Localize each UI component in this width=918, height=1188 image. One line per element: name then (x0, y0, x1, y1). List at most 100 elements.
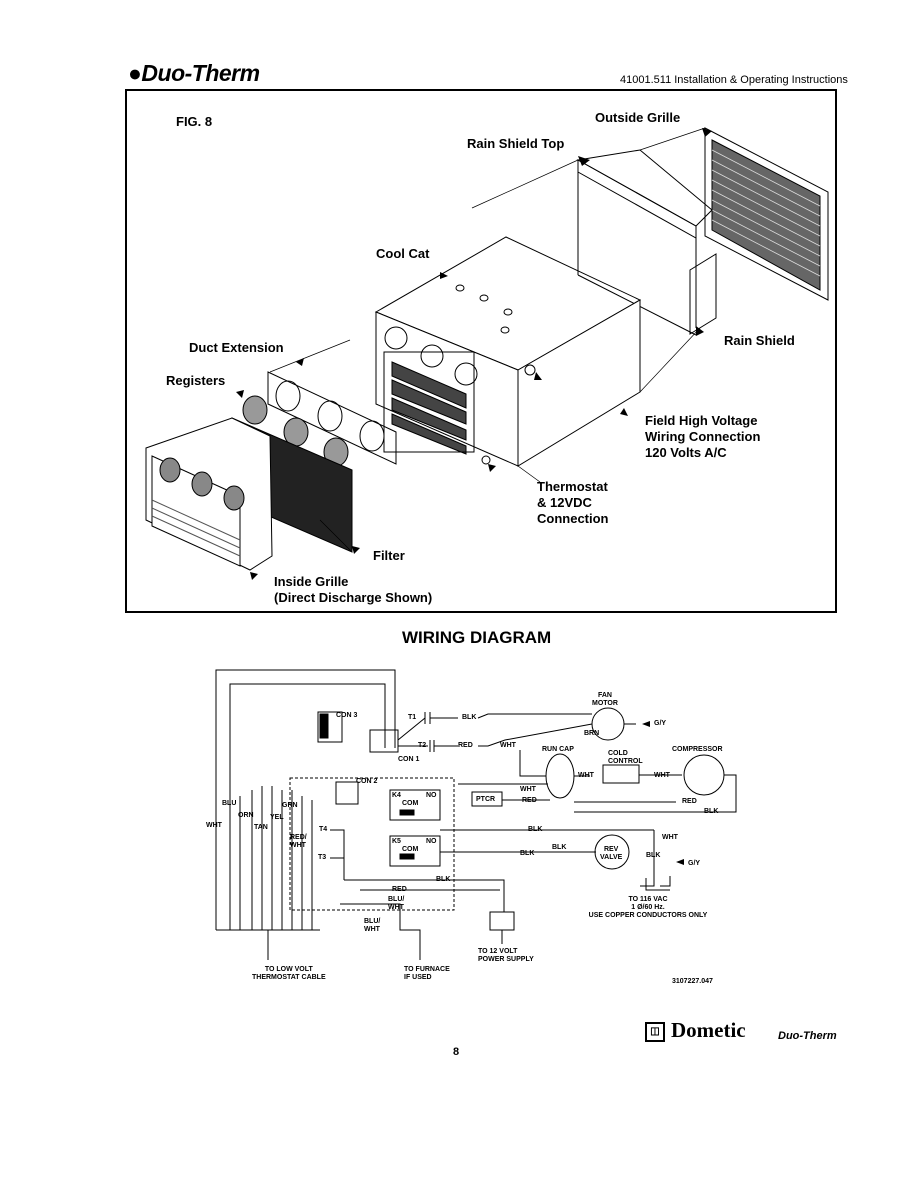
cool-cat-label: Cool Cat (376, 246, 430, 261)
filter-label: Filter (373, 548, 405, 563)
grn-label: GRN (282, 802, 298, 809)
duo-therm-logo: ●Duo-Therm (128, 60, 260, 87)
thermostat-line-1: Thermostat (537, 479, 608, 494)
red-label-1: RED (458, 742, 473, 749)
duct-extension-label: Duct Extension (189, 340, 284, 355)
k5-com-label: COM (402, 846, 419, 853)
furnace-line-2: IF USED (404, 974, 432, 981)
power-116-line-3: USE COPPER CONDUCTORS ONLY (588, 912, 708, 919)
document-title: 41001.511 Installation & Operating Instr… (620, 74, 848, 86)
duct-extension-drawing (267, 371, 397, 465)
red-label-3: RED (682, 798, 697, 805)
wht-label-1: WHT (500, 742, 516, 749)
low-volt-line-1: TO LOW VOLT (264, 966, 313, 973)
wht-label-2: WHT (578, 772, 594, 779)
wht-label-4: WHT (520, 786, 536, 793)
dometic-logo: ◫Dometic (645, 1018, 746, 1043)
compressor-symbol (683, 754, 725, 796)
inside-grille-line-2: (Direct Discharge Shown) (274, 590, 433, 605)
12v-terminal (489, 911, 515, 931)
rev-valve-line-2: VALVE (600, 854, 623, 861)
con1-label: CON 1 (398, 756, 420, 763)
run-cap-symbol (545, 753, 575, 799)
gy-label-1: G/Y (654, 720, 667, 727)
blk-label-3: BLK (528, 826, 543, 833)
low-volt-line-2: THERMOSTAT CABLE (252, 974, 326, 981)
yel-label: YEL (270, 814, 284, 821)
wht-label-5: WHT (662, 834, 678, 841)
registers-drawing (242, 395, 349, 467)
k5-no-label: NO (426, 838, 437, 845)
rain-shield-label: Rain Shield (724, 333, 795, 348)
con3-label: CON 3 (336, 712, 358, 719)
con2-label: CON 2 (356, 778, 378, 785)
cold-control-block (602, 764, 640, 784)
power-12-line-1: TO 12 VOLT (478, 948, 518, 955)
blk-label-7: BLK (436, 876, 451, 883)
cool-cat-unit-drawing (374, 236, 642, 467)
blk-label-2: BLK (704, 808, 719, 815)
t2-label: T2 (418, 742, 427, 749)
blu-wht-label-1: BLU/ WHT (388, 896, 404, 912)
cold-control-label: COLD CONTROL (608, 750, 643, 766)
part-number: 3107227.047 (672, 978, 713, 985)
red-wht-line-1: RED/ (290, 834, 307, 841)
inside-grille-label: Inside Grille (Direct Discharge Shown) (274, 574, 432, 606)
thermostat-line-3: Connection (537, 511, 609, 526)
thermostat-line-2: & 12VDC (537, 495, 592, 510)
blk-label-1: BLK (462, 714, 477, 721)
logo-swoosh-icon: ● (128, 60, 142, 86)
wht-label-3: WHT (654, 772, 670, 779)
furnace-line-1: TO FURNACE (404, 966, 450, 973)
furnace-label: TO FURNACE IF USED (404, 966, 450, 982)
rev-valve-line-1: REV (603, 846, 619, 853)
ptcr-label: PTCR (476, 796, 496, 803)
tan-label: TAN (254, 824, 268, 831)
t4-label: T4 (319, 826, 328, 833)
blk-label-5: BLK (520, 850, 535, 857)
blu-label: BLU (222, 800, 237, 807)
inside-grille-line-1: Inside Grille (274, 574, 349, 589)
ptcr-block (471, 791, 503, 807)
rain-shield-top-label: Rain Shield Top (467, 136, 565, 151)
inside-grille-drawing (145, 417, 273, 571)
k4-com-label: COM (402, 800, 419, 807)
brn-label: BRN (584, 730, 600, 737)
field-high-voltage-label: Field High Voltage Wiring Connection 120… (645, 413, 760, 461)
figure-label: FIG. 8 (176, 114, 213, 129)
wiring-diagram-title: WIRING DIAGRAM (402, 628, 552, 647)
brand-text: Duo-Therm (141, 60, 260, 86)
page-number: 8 (453, 1046, 460, 1058)
fan-motor-line-2: MOTOR (592, 700, 618, 707)
cold-control-line-1: COLD (608, 750, 628, 757)
gy-label-2: G/Y (688, 860, 701, 867)
power-116-line-2: 1 Ø/60 Hz. (631, 904, 665, 911)
run-cap-label: RUN CAP (542, 746, 574, 753)
con3-block (317, 711, 343, 743)
k4-label: K4 (392, 792, 401, 799)
power-116-line-1: TO 116 VAC (628, 896, 668, 903)
figure-8-frame (125, 89, 837, 613)
con2-block (335, 781, 359, 805)
compressor-label: COMPRESSOR (672, 746, 723, 753)
registers-label: Registers (166, 373, 226, 388)
blu-wht-1-line-2: WHT (388, 904, 404, 911)
k5-label: K5 (392, 838, 401, 845)
red-label-4: RED (392, 886, 407, 893)
t3-label: T3 (318, 854, 327, 861)
field-high-voltage-line-3: 120 Volts A/C (645, 445, 727, 460)
blu-wht-2-line-1: BLU/ (364, 918, 381, 925)
blk-label-6: BLK (646, 852, 661, 859)
outside-grille-label: Outside Grille (595, 110, 681, 125)
blu-wht-label-2: BLU/ WHT (364, 918, 380, 934)
t1-label: T1 (408, 714, 417, 721)
cold-control-line-2: CONTROL (608, 758, 643, 765)
thermostat-connection-label: Thermostat & 12VDC Connection (537, 479, 609, 527)
red-wht-line-2: WHT (290, 842, 306, 849)
fan-motor-label: FAN MOTOR (592, 692, 618, 708)
low-volt-label: TO LOW VOLT THERMOSTAT CABLE (252, 966, 326, 982)
blu-wht-1-line-1: BLU/ (388, 896, 405, 903)
red-label-2: RED (522, 797, 537, 804)
